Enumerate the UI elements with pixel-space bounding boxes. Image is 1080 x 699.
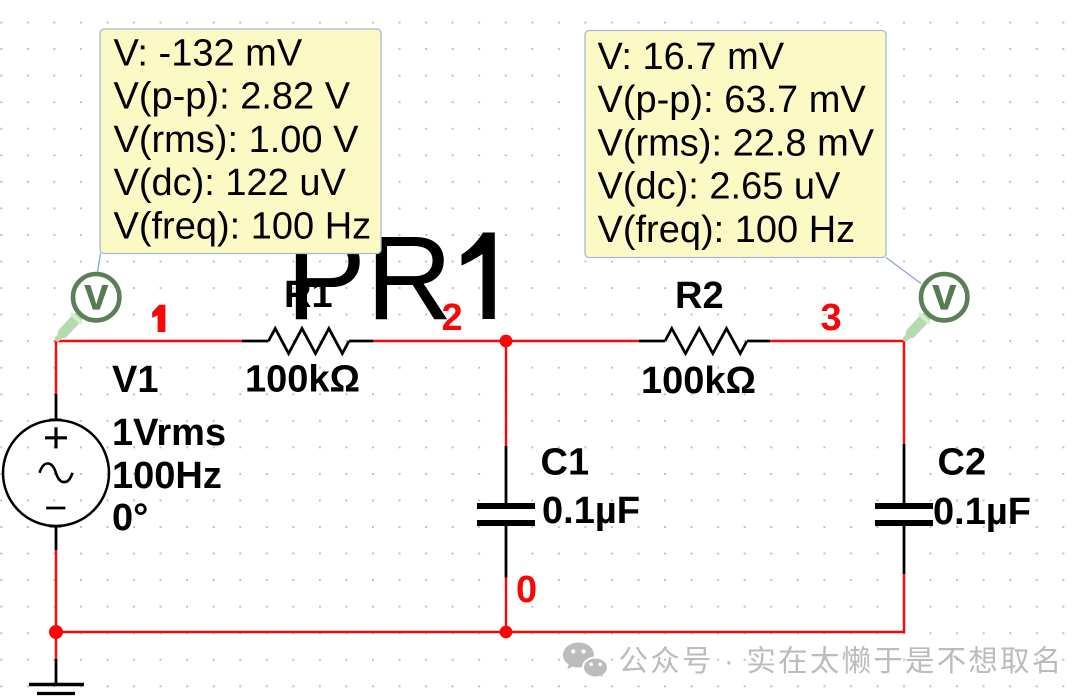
svg-text:V: 16.7 mV: V: 16.7 mV [598,36,785,78]
svg-text:100Hz: 100Hz [112,455,222,497]
svg-text:公众号 · 实在太懒于是不想取名: 公众号 · 实在太懒于是不想取名 [619,645,1064,678]
svg-text:R2: R2 [675,275,724,317]
svg-text:V(rms): 1.00 V: V(rms): 1.00 V [114,119,360,161]
svg-text:100kΩ: 100kΩ [641,360,756,402]
svg-text:V(rms): 22.8 mV: V(rms): 22.8 mV [598,122,875,164]
svg-text:0: 0 [516,569,537,611]
svg-text:3: 3 [821,297,842,339]
svg-text:V(freq): 100 Hz: V(freq): 100 Hz [598,209,856,251]
svg-text:V(dc): 122 uV: V(dc): 122 uV [114,162,347,204]
svg-text:V1: V1 [112,359,158,401]
svg-text:V: -132 mV: V: -132 mV [114,33,303,75]
svg-text:C1: C1 [541,441,590,483]
svg-text:100kΩ: 100kΩ [245,359,360,401]
svg-text:0.1µF: 0.1µF [542,490,640,532]
svg-text:2: 2 [442,297,463,339]
svg-text:C2: C2 [938,441,987,483]
svg-text:V(p-p): 2.82 V: V(p-p): 2.82 V [114,76,351,118]
svg-text:R1: R1 [284,274,333,316]
svg-text:V(p-p): 63.7 mV: V(p-p): 63.7 mV [598,79,867,121]
svg-text:1Vrms: 1Vrms [112,412,226,454]
svg-text:V(dc): 2.65 uV: V(dc): 2.65 uV [598,166,842,208]
svg-text:0.1µF: 0.1µF [933,491,1031,533]
svg-text:0°: 0° [112,497,148,539]
svg-text:V(freq): 100 Hz: V(freq): 100 Hz [114,205,372,247]
